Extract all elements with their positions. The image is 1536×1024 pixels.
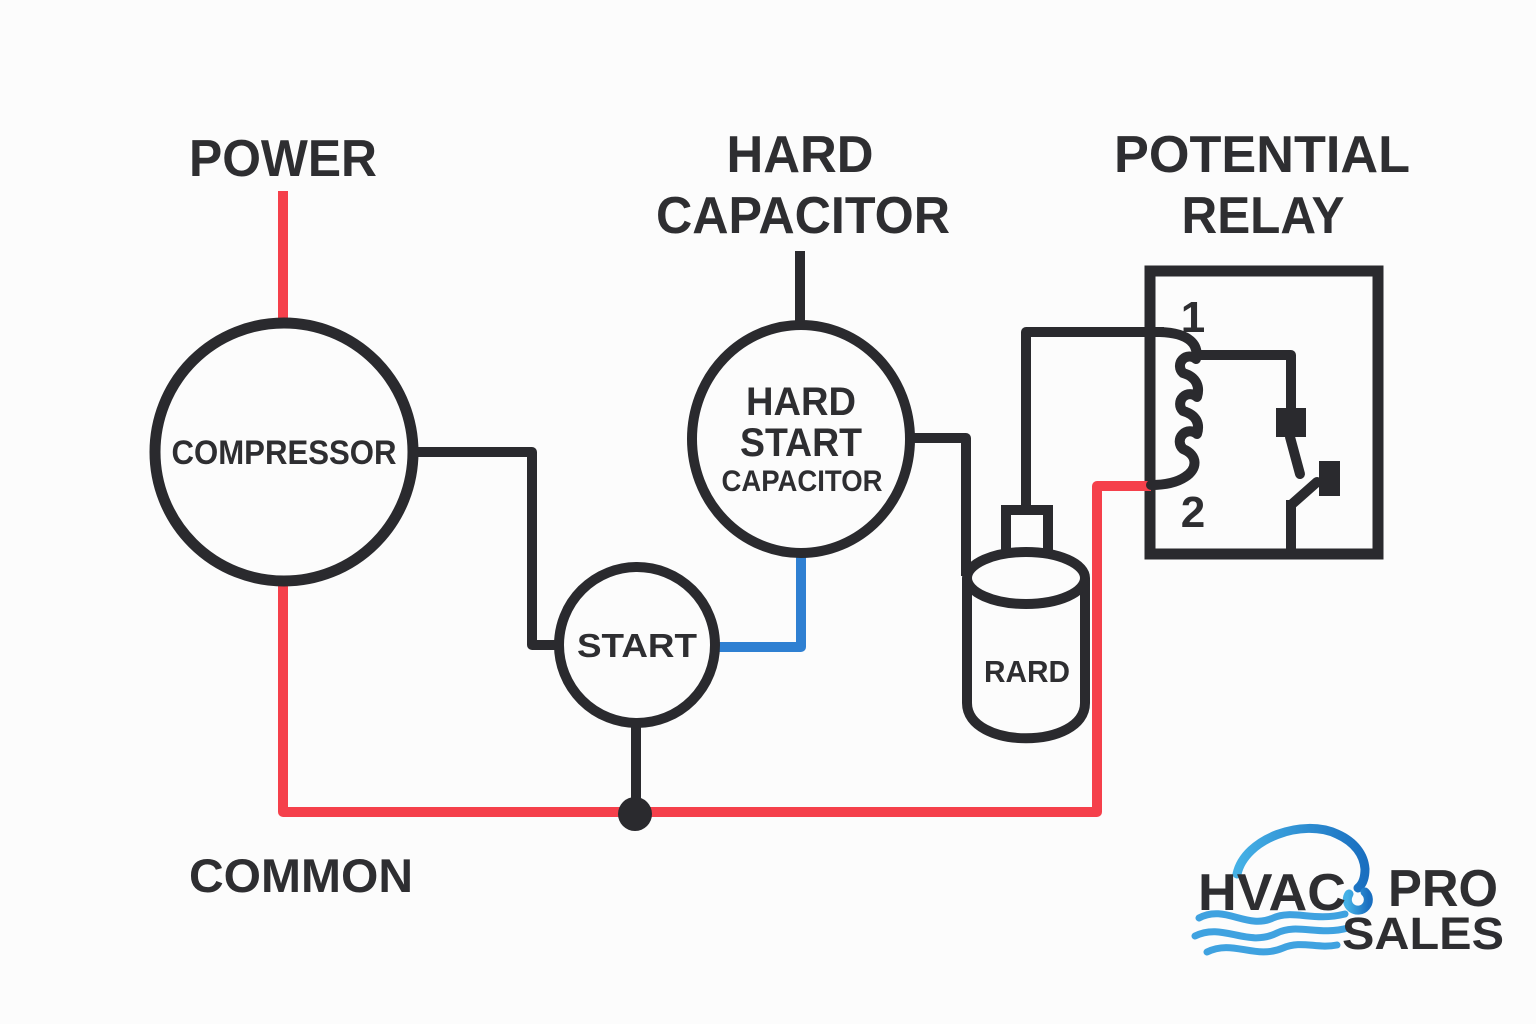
start-winding-label: START [577,627,697,664]
capacitor-to-can-wire [905,433,971,576]
hsc-label-line1: HARD [746,380,856,424]
common-label: COMMON [189,849,413,902]
relay-coil [1146,327,1204,490]
logo-word-pro: PRO [1388,860,1498,918]
relay-contact-lower [1319,461,1340,496]
potential-relay-label-line1: POTENTIAL [1114,126,1410,184]
capacitor-can [962,505,1090,744]
hsc-label-line3: CAPACITOR [722,465,883,498]
hard-start-capacitor-circle [687,320,915,558]
compressor-to-start-wire [408,447,565,650]
compressor-circle [149,317,419,587]
relay-internals [1128,327,1340,549]
can-top-ellipse [962,547,1090,609]
logo-wave-3 [1203,941,1341,956]
compressor-label: COMPRESSOR [172,434,397,472]
labels-layer: POWER HARD CAPACITOR POTENTIAL RELAY COM… [172,126,1411,902]
hard-capacitor-label-line1: HARD [727,126,874,184]
components-layer [149,265,1384,744]
logo-wrench-icon [1342,887,1373,915]
capacitor-can-label: RARD [984,654,1070,689]
potential-relay-label-line2: RELAY [1182,187,1345,245]
logo-swoosh-arc [1232,823,1370,893]
can-to-relay-wire [1021,327,1140,514]
power-label: POWER [189,130,377,188]
hsc-label-line2: START [740,421,862,465]
hard-capacitor-label-line2: CAPACITOR [656,187,950,245]
relay-switch-wire [1195,350,1296,410]
wires-layer [278,191,1140,817]
common-rail-wire [278,481,1140,817]
logo-word-sales: SALES [1342,908,1504,959]
logo-wave-2 [1191,924,1352,942]
logo-word-hvac: HVAC [1198,864,1346,922]
hvac-pro-sales-logo: HVAC PRO SALES [1191,823,1504,959]
logo-wave-1 [1195,910,1349,925]
start-blue-wire [710,553,806,652]
relay-blade-upper [1285,432,1305,479]
can-body [962,578,1090,744]
relay-terminal-1-label: 1 [1181,293,1205,342]
relay-terminal-2-label: 2 [1181,488,1205,537]
start-winding-circle [554,562,720,728]
common-junction-dot [618,797,652,831]
